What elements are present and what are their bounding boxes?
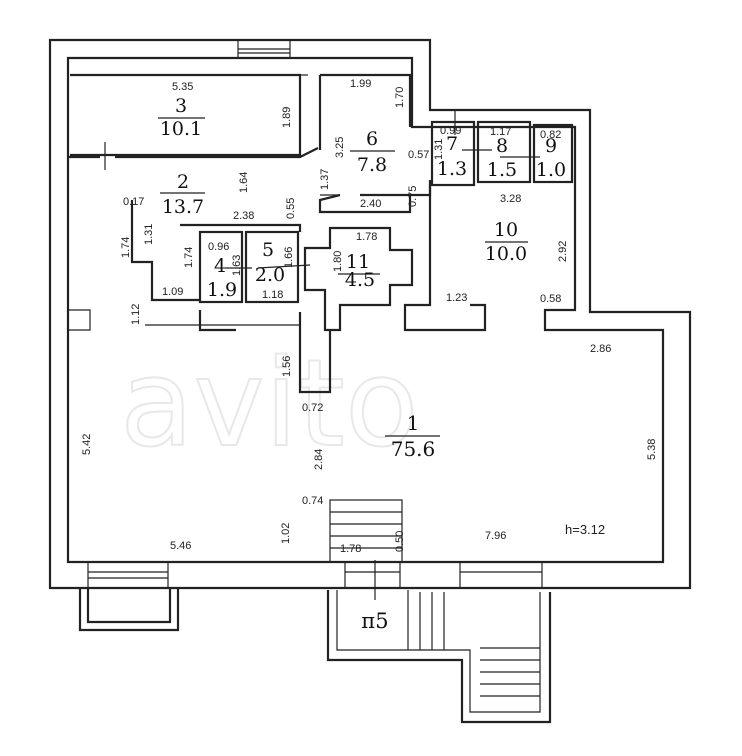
porch-label: п5: [361, 609, 388, 633]
room-6-number: 6: [366, 128, 378, 150]
room-7-number: 7: [446, 133, 458, 155]
outer-walls: [48, 38, 692, 590]
dim-1-63: 1.63: [231, 255, 243, 276]
dim-1-09: 1.09: [162, 286, 183, 298]
dim-0-17: 0.17: [123, 196, 144, 208]
dim-0-72: 0.72: [302, 402, 323, 414]
room-3: [70, 73, 308, 157]
dim-2-84: 2.84: [313, 449, 325, 470]
dim-1-23: 1.23: [446, 292, 467, 304]
dim-1-37: 1.37: [319, 169, 331, 190]
room-2-area: 13.7: [162, 196, 204, 218]
room-8-number: 8: [496, 135, 508, 157]
watermark: avito: [120, 335, 418, 474]
dim-1-74a: 1.74: [120, 237, 132, 258]
dim-3-25: 3.25: [334, 137, 346, 158]
rooms-7-8-9: [430, 110, 574, 187]
wall-room-1-internal: [298, 312, 332, 394]
dimension-labels: 5.35 1.89 1.99 1.70 3.25 1.37 0.99 1.17 …: [81, 78, 658, 555]
dim-1-18: 1.18: [262, 289, 283, 301]
dim-1-80: 1.80: [332, 251, 344, 272]
dim-1-31b: 1.31: [143, 224, 155, 245]
room-6: [318, 73, 412, 214]
dim-0-82: 0.82: [540, 129, 561, 141]
dim-1-64: 1.64: [238, 172, 250, 193]
room-9-area: 1.0: [536, 159, 566, 181]
room-7-area: 1.3: [437, 158, 467, 180]
room-5-number: 5: [262, 239, 274, 261]
dim-2-86: 2.86: [590, 343, 611, 355]
dim-1-89: 1.89: [281, 107, 293, 128]
dim-0-96: 0.96: [208, 241, 229, 253]
room-11: [303, 226, 414, 332]
wall-2-3: [68, 147, 319, 159]
pillar-left: [68, 309, 91, 331]
room-2-number: 2: [177, 171, 189, 193]
dim-0-55: 0.55: [285, 198, 297, 219]
entrance-stairs: [329, 499, 403, 563]
dim-1-99: 1.99: [350, 78, 371, 90]
room-8-area: 1.5: [487, 159, 517, 181]
porch-p5: [326, 560, 552, 724]
room-1-number: 1: [407, 411, 420, 435]
room-labels: 3 10.1 2 13.7 6 7.8 7 1.3 8 1.5 9 1.0 10…: [158, 95, 605, 633]
room-4-number: 4: [214, 255, 226, 277]
room-11-number: 11: [346, 251, 370, 273]
room-10-number: 10: [494, 219, 518, 241]
dim-7-96: 7.96: [485, 530, 506, 542]
room-9-number: 9: [545, 135, 557, 157]
dim-0-57: 0.57: [408, 149, 429, 161]
room-11-area: 4.5: [345, 269, 375, 291]
dim-0-74: 0.74: [302, 495, 323, 507]
room-5-area: 2.0: [255, 264, 285, 286]
dim-1-31a: 1.31: [433, 139, 445, 160]
dim-2-92: 2.92: [557, 241, 569, 262]
dim-1-78b: 1.78: [340, 543, 361, 555]
ceiling-height: h=3.12: [565, 522, 605, 537]
room-1-area: 75.6: [391, 437, 436, 461]
room-3-area: 10.1: [160, 118, 202, 140]
dim-1-02: 1.02: [280, 523, 292, 544]
dim-5-42: 5.42: [81, 434, 93, 455]
room-10-area: 10.0: [485, 243, 527, 265]
dim-1-74b: 1.74: [183, 247, 195, 268]
rooms-4-5: [197, 223, 311, 332]
dim-0-50: 0.50: [394, 531, 406, 552]
dim-5-38: 5.38: [646, 439, 658, 460]
dim-1-78a: 1.78: [356, 231, 377, 243]
room-3-number: 3: [175, 95, 187, 117]
dim-2-38: 2.38: [233, 210, 254, 222]
dim-2-40: 2.40: [360, 198, 381, 210]
windows-bottom: [87, 561, 543, 589]
balcony-left: [78, 588, 180, 632]
dim-1-12: 1.12: [130, 304, 142, 325]
dim-0-99: 0.99: [440, 125, 461, 137]
room-2-inner-wall: [130, 200, 200, 302]
dim-1-66: 1.66: [283, 247, 295, 268]
dim-5-35: 5.35: [172, 81, 193, 93]
room-6-area: 7.8: [357, 154, 387, 176]
window-top: [237, 39, 291, 59]
dim-0-58: 0.58: [540, 293, 561, 305]
dim-1-56: 1.56: [281, 356, 293, 377]
dim-1-70: 1.70: [394, 87, 406, 108]
dim-0-75: 0.75: [407, 186, 419, 207]
dim-5-46: 5.46: [170, 540, 191, 552]
dim-3-28: 3.28: [500, 193, 521, 205]
room-4-area: 1.9: [207, 279, 237, 301]
dim-1-17: 1.17: [490, 126, 511, 138]
